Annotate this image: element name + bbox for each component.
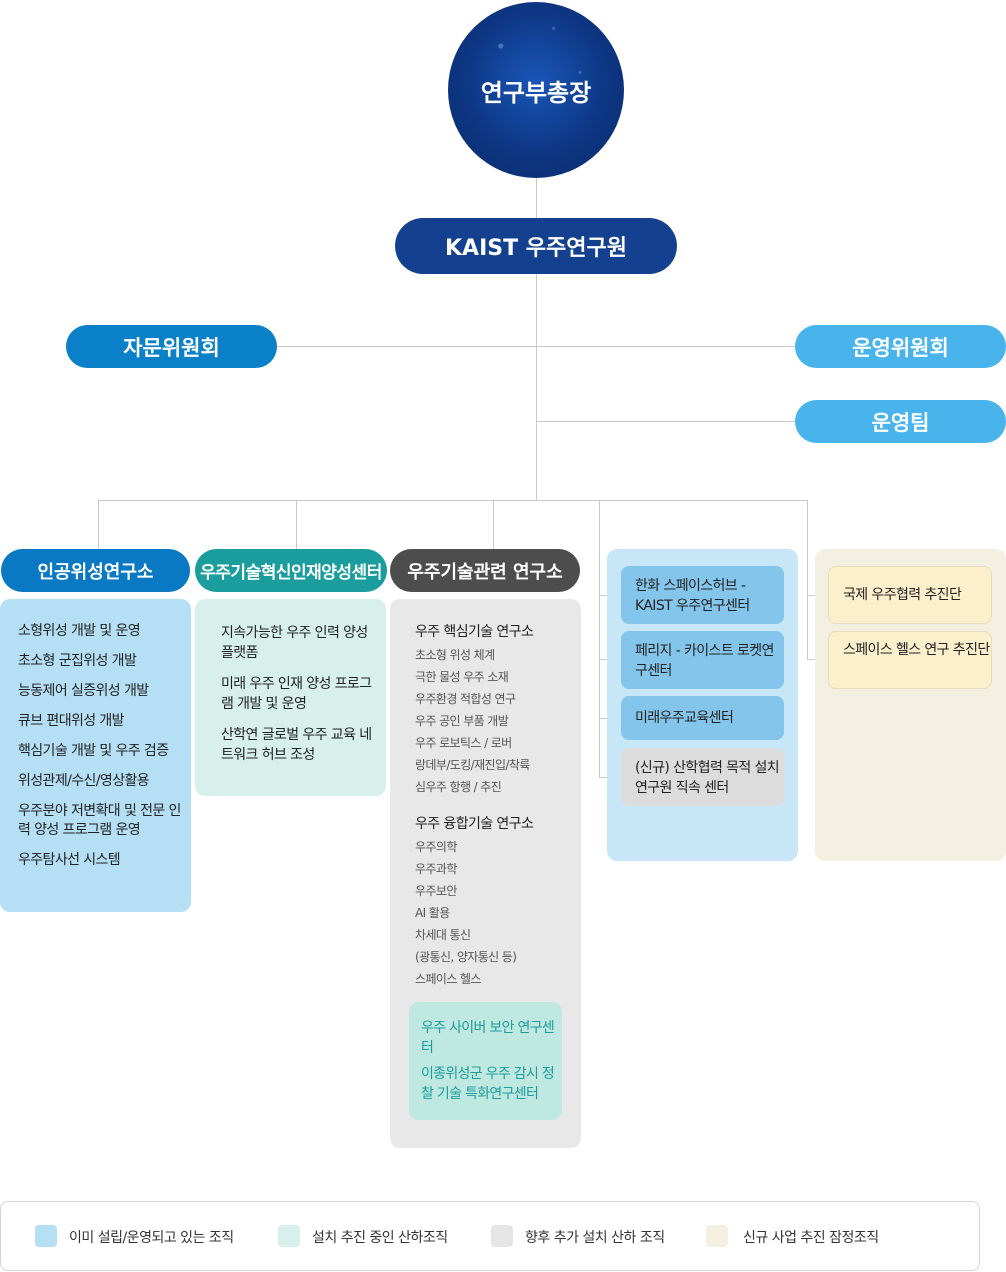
section-title: 우주 융합기술 연구소 bbox=[415, 816, 534, 832]
list-item: 능동제어 실증위성 개발 bbox=[18, 683, 149, 699]
legend-swatch-provisional bbox=[706, 1225, 728, 1247]
card-label: (신규) 산학협력 목적 설치 연구원 직속 센터 bbox=[635, 760, 780, 796]
legend-swatch-future bbox=[491, 1225, 513, 1247]
core-tech-lab-section: 우주 핵심기술 연구소 초소형 위성 체계 극한 물성 우주 소재 우주환경 적… bbox=[415, 622, 575, 798]
list-item: 초소형 군집위성 개발 bbox=[18, 653, 137, 669]
list-item: 핵심기술 개발 및 우주 검증 bbox=[18, 743, 169, 759]
connector-line bbox=[276, 346, 796, 347]
list-item: 차세대 통신 bbox=[415, 928, 471, 942]
list-item: 우주의학 bbox=[415, 840, 457, 854]
advisory-committee-label: 자문위원회 bbox=[123, 335, 220, 360]
satellite-lab-header: 인공위성연구소 bbox=[1, 549, 190, 592]
operations-team-node: 운영팀 bbox=[795, 400, 1006, 443]
future-education-center-card: 미래우주교육센터 bbox=[621, 696, 784, 740]
card-label: 미래우주교육센터 bbox=[635, 710, 734, 726]
space-health-card: 스페이스 헬스 연구 추진단 bbox=[828, 631, 992, 689]
list-item: 산학연 글로벌 우주 교육 네트워크 허브 조성 bbox=[221, 727, 372, 763]
list-item: AI 활용 bbox=[415, 906, 450, 920]
legend-label-in-progress: 설치 추진 중인 산하조직 bbox=[312, 1230, 448, 1246]
space-tech-labs-title: 우주기술관련 연구소 bbox=[407, 561, 563, 583]
vice-president-label: 연구부총장 bbox=[480, 78, 592, 107]
list-item: 우주환경 적합성 연구 bbox=[415, 692, 516, 706]
connector-line bbox=[536, 421, 796, 422]
list-item: 지속가능한 우주 인력 양성 플랫폼 bbox=[221, 625, 368, 661]
legend bbox=[0, 1201, 980, 1271]
list-item: 우주과학 bbox=[415, 862, 457, 876]
connector-line bbox=[536, 175, 537, 501]
institute-label: KAIST 우주연구원 bbox=[445, 236, 627, 261]
new-industry-center-card: (신규) 산학협력 목적 설치 연구원 직속 센터 bbox=[621, 748, 784, 806]
list-item: (광통신, 양자통신 등) bbox=[415, 950, 517, 964]
card-label: 국제 우주협력 추진단 bbox=[843, 587, 962, 603]
hanwha-center-card: 한화 스페이스허브 - KAIST 우주연구센터 bbox=[621, 566, 784, 624]
legend-swatch-in-progress bbox=[278, 1225, 300, 1247]
talent-center-header: 우주기술혁신인재양성센터 bbox=[195, 549, 387, 592]
section-title: 우주 핵심기술 연구소 bbox=[415, 624, 534, 640]
satellite-lab-list: 소형위성 개발 및 운영 초소형 군집위성 개발 능동제어 실증위성 개발 큐브… bbox=[18, 622, 188, 881]
list-item: 위성관제/수신/영상활용 bbox=[18, 773, 150, 789]
planned-centers-box bbox=[409, 1002, 562, 1120]
planned-centers-list: 우주 사이버 보안 연구센터 이종위성군 우주 감시 정찰 기술 특화연구센터 bbox=[421, 1018, 561, 1110]
intl-cooperation-card: 국제 우주협력 추진단 bbox=[828, 566, 992, 624]
connector-line bbox=[296, 500, 297, 550]
convergence-tech-lab-section: 우주 융합기술 연구소 우주의학 우주과학 우주보안 AI 활용 차세대 통신 … bbox=[415, 814, 575, 990]
list-item: 이종위성군 우주 감시 정찰 기술 특화연구센터 bbox=[421, 1066, 555, 1102]
connector-line bbox=[599, 500, 600, 778]
list-item: 미래 우주 인재 양성 프로그램 개발 및 운영 bbox=[221, 676, 372, 712]
connector-line bbox=[98, 500, 808, 501]
connector-line bbox=[807, 500, 808, 660]
list-item: 우주보안 bbox=[415, 884, 457, 898]
connector-line bbox=[493, 500, 494, 550]
list-item: 심우주 항행 / 추진 bbox=[415, 780, 502, 794]
steering-committee-label: 운영위원회 bbox=[852, 335, 949, 360]
satellite-lab-panel bbox=[0, 599, 191, 912]
perigee-center-card: 페리지 - 카이스트 로켓연구센터 bbox=[621, 631, 784, 689]
card-label: 한화 스페이스허브 - KAIST 우주연구센터 bbox=[635, 578, 750, 614]
operations-team-label: 운영팀 bbox=[871, 410, 930, 435]
list-item: 소형위성 개발 및 운영 bbox=[18, 623, 141, 639]
list-item: 우주 사이버 보안 연구센터 bbox=[421, 1020, 555, 1056]
list-item: 우주분야 저변확대 및 전문 인력 양성 프로그램 운영 bbox=[18, 803, 181, 838]
legend-label-provisional: 신규 사업 추진 잠정조직 bbox=[743, 1230, 879, 1246]
list-item: 초소형 위성 체계 bbox=[415, 648, 495, 662]
list-item: 랑데부/도킹/재진입/착륙 bbox=[415, 758, 530, 772]
list-item: 큐브 편대위성 개발 bbox=[18, 713, 125, 729]
legend-label-future: 향후 추가 설치 산하 조직 bbox=[525, 1230, 665, 1246]
talent-center-title: 우주기술혁신인재양성센터 bbox=[200, 563, 382, 583]
vice-president-node: 연구부총장 bbox=[448, 2, 624, 178]
list-item: 우주 공인 부품 개발 bbox=[415, 714, 509, 728]
talent-center-list: 지속가능한 우주 인력 양성 플랫폼 미래 우주 인재 양성 프로그램 개발 및… bbox=[221, 623, 381, 776]
space-tech-labs-header: 우주기술관련 연구소 bbox=[390, 549, 580, 592]
list-item: 스페이스 헬스 bbox=[415, 972, 481, 986]
connector-line bbox=[98, 500, 99, 550]
institute-node: KAIST 우주연구원 bbox=[395, 218, 677, 274]
card-label: 스페이스 헬스 연구 추진단 bbox=[843, 642, 990, 658]
list-item: 우주탐사선 시스템 bbox=[18, 852, 121, 868]
card-label: 페리지 - 카이스트 로켓연구센터 bbox=[635, 643, 774, 679]
talent-center-panel bbox=[195, 599, 386, 796]
list-item: 우주 로보틱스 / 로버 bbox=[415, 736, 512, 750]
list-item: 극한 물성 우주 소재 bbox=[415, 670, 509, 684]
steering-committee-node: 운영위원회 bbox=[795, 325, 1006, 368]
legend-label-existing: 이미 설립/운영되고 있는 조직 bbox=[69, 1230, 234, 1246]
legend-swatch-existing bbox=[35, 1225, 57, 1247]
advisory-committee-node: 자문위원회 bbox=[66, 325, 277, 368]
satellite-lab-title: 인공위성연구소 bbox=[37, 561, 154, 583]
